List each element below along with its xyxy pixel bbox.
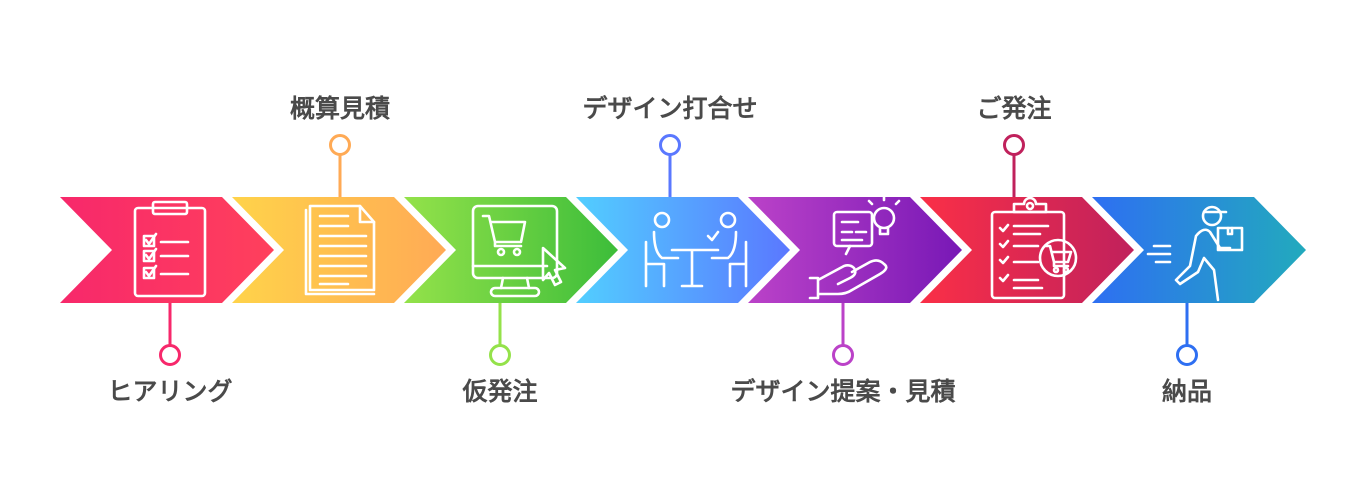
computer-cart-icon xyxy=(471,204,567,298)
step-label-hearing: ヒアリング xyxy=(107,377,232,406)
step-label-rough-estimate: 概算見積 xyxy=(290,94,390,123)
connector-dot xyxy=(832,344,854,366)
connector-dot xyxy=(659,134,681,156)
step-label-provisional-order: 仮発注 xyxy=(461,377,537,406)
step-label-design-meeting: デザイン打合せ xyxy=(582,94,757,123)
meeting-icon xyxy=(644,211,748,288)
step-label-delivery: 納品 xyxy=(1162,377,1212,406)
clipboard-checklist-icon xyxy=(133,200,207,298)
connector-dot xyxy=(329,134,351,156)
connector-dot xyxy=(159,344,181,366)
connector-dot xyxy=(489,344,511,366)
step-label-design-proposal: デザイン提案・見積 xyxy=(730,377,955,406)
step-label-order: ご発注 xyxy=(976,94,1051,123)
order-clipboard-icon xyxy=(990,196,1078,300)
connector-dot xyxy=(1003,134,1025,156)
delivery-person-icon xyxy=(1146,205,1244,302)
chevron-step-3 xyxy=(404,197,618,303)
chevron-step-7 xyxy=(1092,197,1306,303)
chevron-step-6 xyxy=(920,197,1134,303)
chevron-step-1 xyxy=(60,197,274,303)
hand-idea-icon xyxy=(808,193,901,300)
document-icon xyxy=(304,204,376,296)
chevron-step-5 xyxy=(748,197,962,303)
chevron-step-2 xyxy=(232,197,446,303)
connector-dot xyxy=(1176,344,1198,366)
